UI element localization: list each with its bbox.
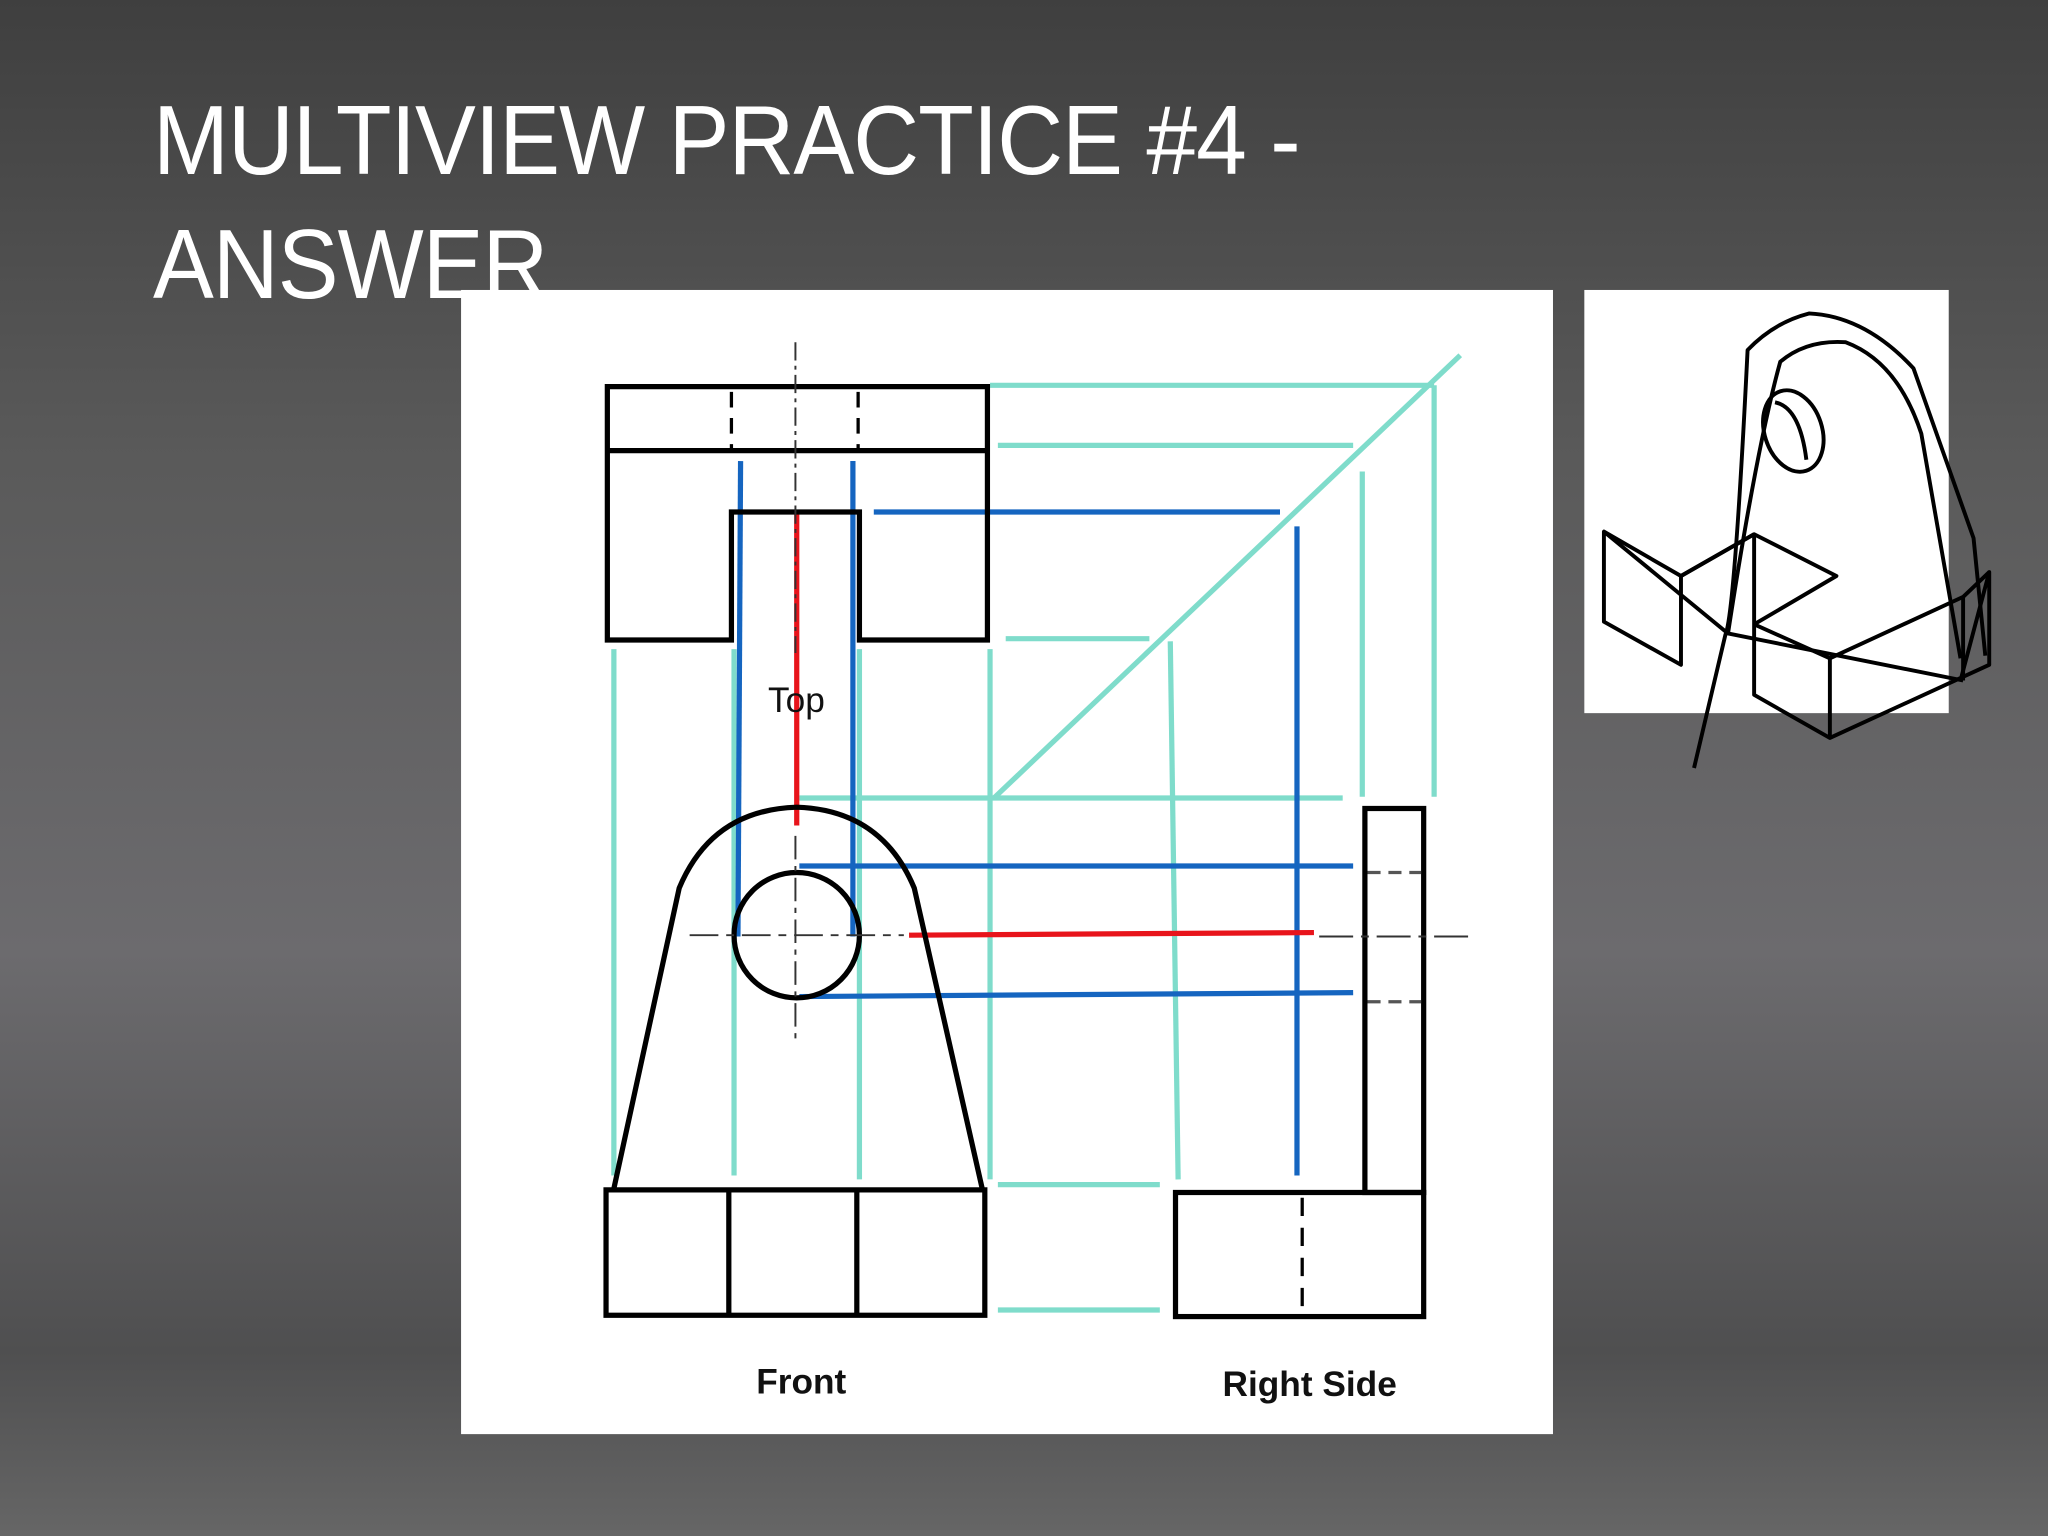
teal-projection-lines <box>611 353 1463 1313</box>
isometric-panel <box>1584 289 1949 714</box>
red-centerline-projection <box>794 511 1314 938</box>
isometric-bracket-drawing <box>1601 311 1992 769</box>
top-view <box>604 342 991 654</box>
drawing-paper <box>461 289 1553 1435</box>
title-line-1: MULTIVIEW PRACTICE #4 - <box>153 85 1301 195</box>
blue-hole-projection-lines <box>735 461 1354 1176</box>
right-side-view <box>1172 805 1474 1320</box>
right-side-view-label: Right Side <box>1223 1365 1397 1404</box>
slide-title: MULTIVIEW PRACTICE #4 - ANSWER <box>153 78 1301 326</box>
front-view <box>603 804 988 1318</box>
miter-line <box>992 353 1463 800</box>
front-view-label: Front <box>756 1363 846 1402</box>
top-view-label: Top <box>768 681 825 720</box>
